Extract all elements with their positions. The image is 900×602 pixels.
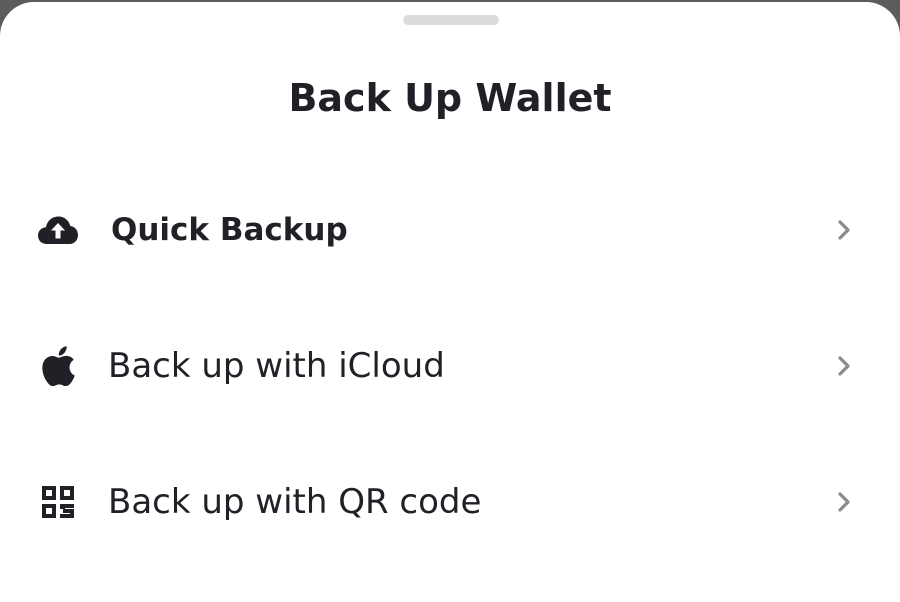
page-title: Back Up Wallet bbox=[288, 76, 612, 120]
option-qr-backup[interactable]: Back up with QR code bbox=[0, 434, 900, 570]
option-label: Back up with QR code bbox=[108, 482, 482, 522]
chevron-right-icon bbox=[832, 490, 856, 514]
apple-icon bbox=[37, 345, 79, 387]
option-icloud-backup[interactable]: Back up with iCloud bbox=[0, 298, 900, 434]
option-label: Back up with iCloud bbox=[108, 346, 445, 386]
chevron-right-icon bbox=[832, 218, 856, 242]
option-label: Quick Backup bbox=[111, 212, 348, 248]
cloud-upload-icon bbox=[37, 209, 79, 251]
backup-options-list: Quick Backup Back up with iCloud bbox=[0, 162, 900, 570]
option-quick-backup[interactable]: Quick Backup bbox=[0, 162, 900, 298]
chevron-right-icon bbox=[832, 354, 856, 378]
drag-handle[interactable] bbox=[403, 15, 499, 25]
qr-code-icon bbox=[37, 481, 79, 523]
